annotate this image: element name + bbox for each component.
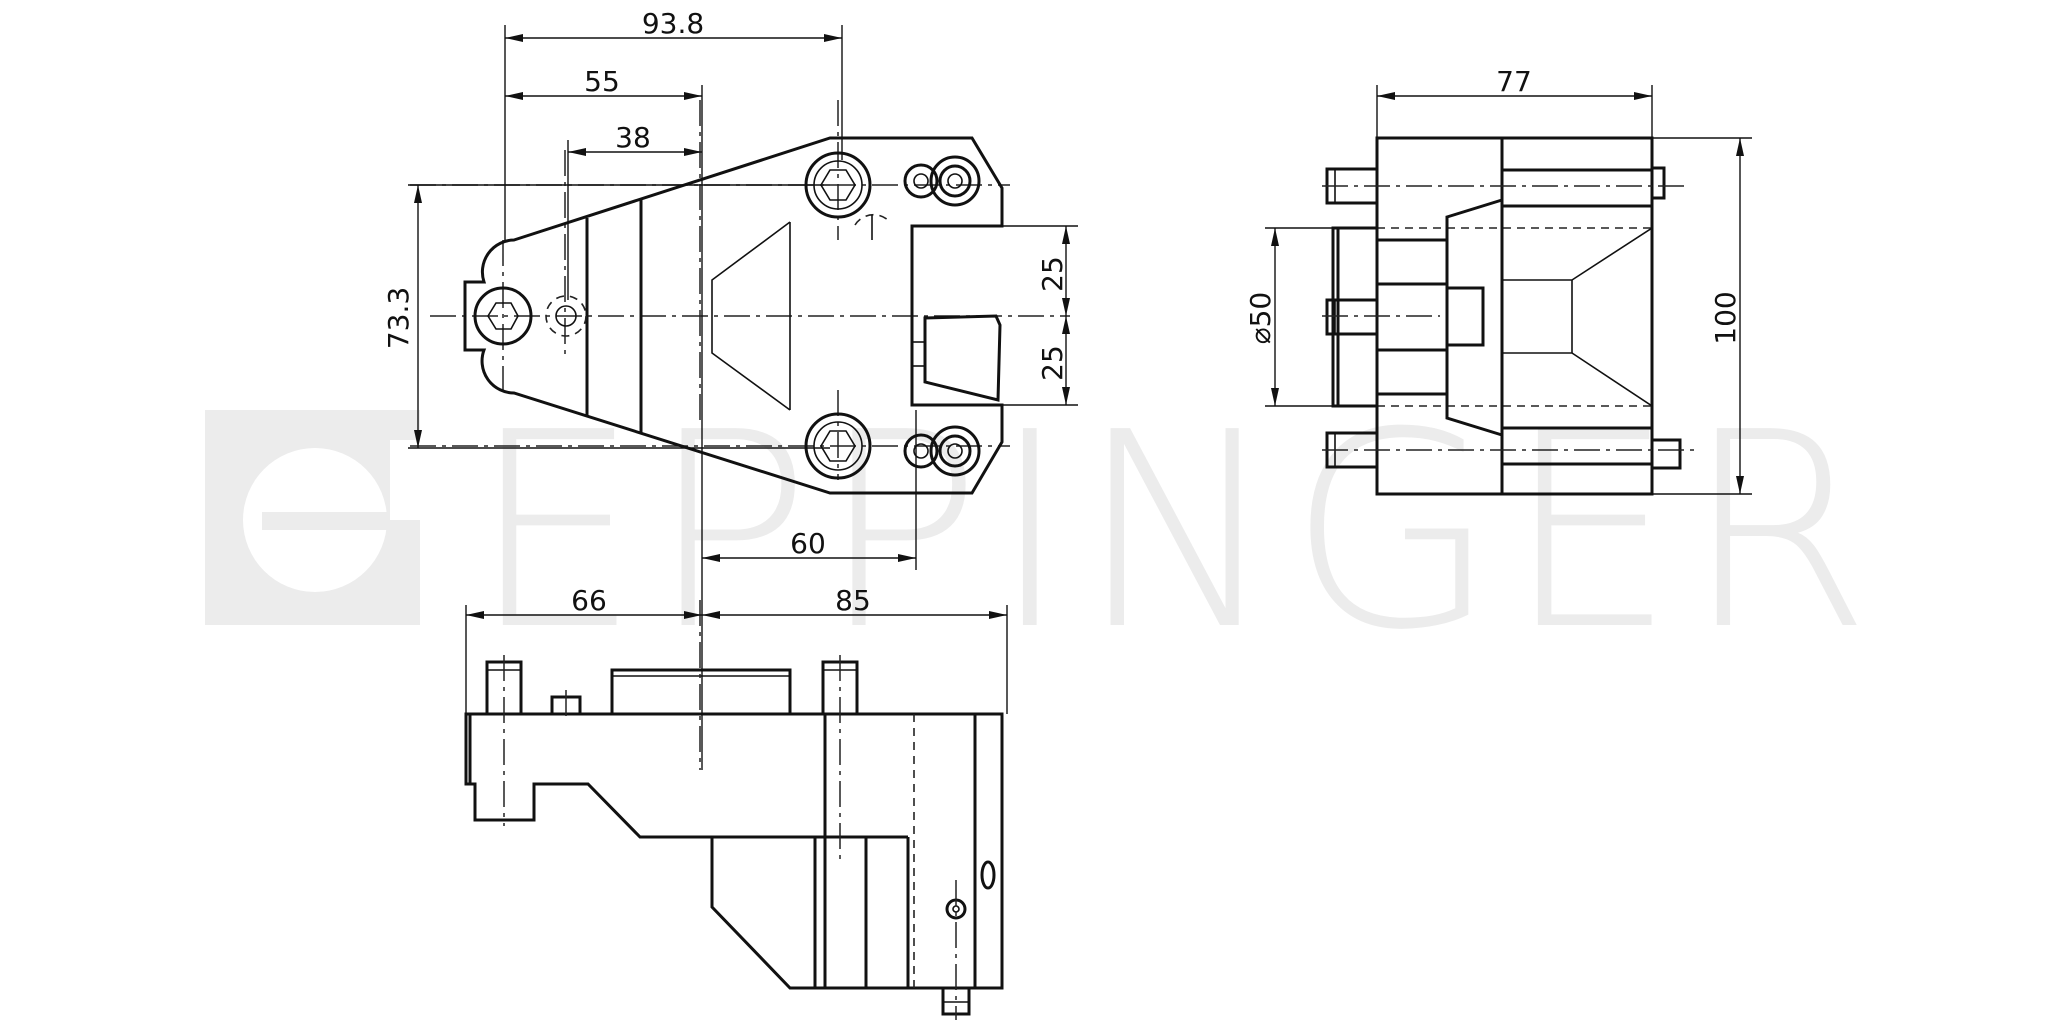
dim-overall-length: 93.8 (642, 7, 704, 40)
dims-side-view: 77 100 ⌀50 (1244, 65, 1752, 495)
dim-side-height: 100 (1709, 291, 1742, 344)
dim-right-length: 85 (835, 584, 871, 617)
dim-left-length: 66 (571, 584, 607, 617)
dims-front-view: 66 85 (465, 584, 1008, 714)
front-view (464, 600, 1004, 1020)
dim-to-first-step: 38 (615, 121, 651, 154)
watermark-brand: EPPINGER (470, 374, 1879, 689)
dim-to-center: 55 (584, 65, 620, 98)
watermark: EPPINGER (205, 374, 1879, 689)
dim-upper-half: 25 (1036, 256, 1069, 292)
dim-width: 77 (1496, 65, 1532, 98)
dims-top-view: 93.8 55 38 73.3 25 25 60 (382, 7, 1078, 770)
eppinger-logo-icon (205, 410, 420, 625)
side-view (1322, 136, 1700, 496)
dim-front-offset: 60 (790, 527, 826, 560)
dim-height: 73.3 (382, 287, 415, 349)
dim-diameter: ⌀50 (1244, 292, 1277, 345)
dim-lower-half: 25 (1036, 345, 1069, 381)
